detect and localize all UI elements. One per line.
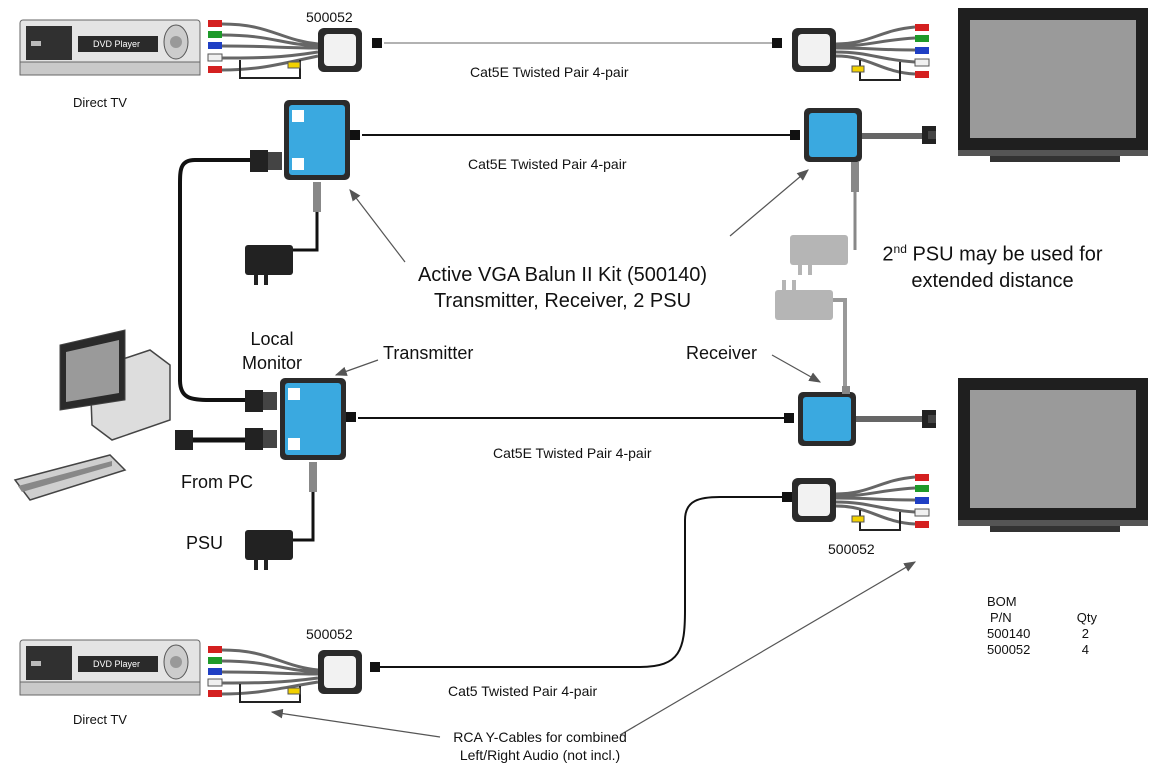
- psu-adapter-optional-icon: [775, 235, 848, 320]
- active-vga-transmitter-top-icon: [284, 100, 360, 212]
- cable-label-row4: Cat5 Twisted Pair 4-pair: [448, 683, 598, 699]
- local-monitor-line1: Local: [250, 329, 294, 349]
- bom-row-pn: 500140: [987, 626, 1031, 641]
- rca-callout: RCA Y-Cables for combined Left/Right Aud…: [435, 728, 645, 764]
- cable-label-row2: Cat5E Twisted Pair 4-pair: [468, 156, 627, 172]
- balun-500052-top-left-icon: [318, 28, 382, 72]
- bom-row-qty: 2: [1081, 626, 1089, 641]
- part-label-500052-top: 500052: [306, 9, 353, 25]
- dvd-player-top-icon: [19, 19, 201, 76]
- bom-row-qty: 4: [1081, 642, 1089, 657]
- bom-col-pn: P/N: [990, 610, 1012, 625]
- bom-row-pn: 500052: [987, 642, 1031, 657]
- flat-panel-tv-bottom-icon: [958, 378, 1148, 532]
- rca-cables-bottom-icon: [207, 646, 319, 703]
- psu-note-prefix: 2: [882, 243, 894, 266]
- bom-row: 500140 2: [987, 626, 1097, 642]
- rca-callout-line2: Left/Right Audio (not incl.): [459, 747, 621, 763]
- balun-500052-bottom-right-icon: [782, 474, 930, 531]
- direct-tv-bottom-caption: Direct TV: [73, 712, 127, 727]
- vga-connectors-tx-bottom-icon: [245, 390, 277, 450]
- dvd-player-top-label: DVD Player: [93, 39, 141, 49]
- bom-col-qty: Qty: [1076, 610, 1097, 625]
- active-vga-transmitter-bottom-icon: [280, 378, 356, 492]
- psu-note-sup: nd: [893, 242, 907, 256]
- desktop-computer-icon: [13, 329, 193, 501]
- receiver-label: Receiver: [686, 343, 758, 363]
- from-pc-label: From PC: [181, 472, 253, 492]
- vga-connector-tx-top-icon: [250, 150, 282, 172]
- psu-note-text1: PSU may be used for: [906, 243, 1103, 266]
- balun-500052-bottom-left-icon: [318, 650, 380, 694]
- kit-callout: Active VGA Balun II Kit (500140) Transmi…: [390, 262, 735, 314]
- dvd-player-bottom-label: DVD Player: [93, 659, 141, 669]
- bom-header-row: P/N Qty: [987, 610, 1097, 626]
- bom-title: BOM: [987, 594, 1017, 609]
- bom-table: BOM P/N Qty 500140 2 500052 4: [987, 594, 1097, 658]
- balun-500052-top-right-icon: [772, 24, 930, 81]
- psu-adapter-bottom-left-icon: [245, 530, 293, 570]
- transmitter-label: Transmitter: [383, 343, 474, 363]
- psu-label: PSU: [186, 533, 224, 553]
- rca-callout-line1: RCA Y-Cables for combined: [453, 729, 627, 745]
- kit-callout-line1: Active VGA Balun II Kit (500140): [417, 264, 708, 286]
- kit-callout-line2: Transmitter, Receiver, 2 PSU: [433, 290, 692, 312]
- psu-note-line2: extended distance: [911, 269, 1074, 292]
- cable-label-row3: Cat5E Twisted Pair 4-pair: [493, 445, 652, 461]
- cable-label-row1: Cat5E Twisted Pair 4-pair: [470, 64, 629, 80]
- part-label-500052-mid: 500052: [828, 541, 875, 557]
- flat-panel-tv-top-icon: [958, 8, 1148, 162]
- direct-tv-top-caption: Direct TV: [73, 95, 127, 110]
- dvd-player-bottom-icon: [19, 639, 201, 696]
- psu-note-line1: 2nd PSU may be used for: [865, 236, 1120, 268]
- local-monitor-label: Local Monitor: [226, 327, 318, 375]
- part-label-500052-bottom: 500052: [306, 626, 353, 642]
- psu-note: 2nd PSU may be used for extended distanc…: [865, 236, 1120, 294]
- active-vga-receiver-top-icon: [790, 108, 936, 192]
- active-vga-receiver-bottom-icon: [784, 386, 936, 446]
- bom-row: 500052 4: [987, 642, 1097, 658]
- local-monitor-line2: Monitor: [241, 353, 303, 373]
- psu-adapter-top-left-icon: [245, 245, 293, 285]
- rca-cables-top-icon: [207, 20, 319, 79]
